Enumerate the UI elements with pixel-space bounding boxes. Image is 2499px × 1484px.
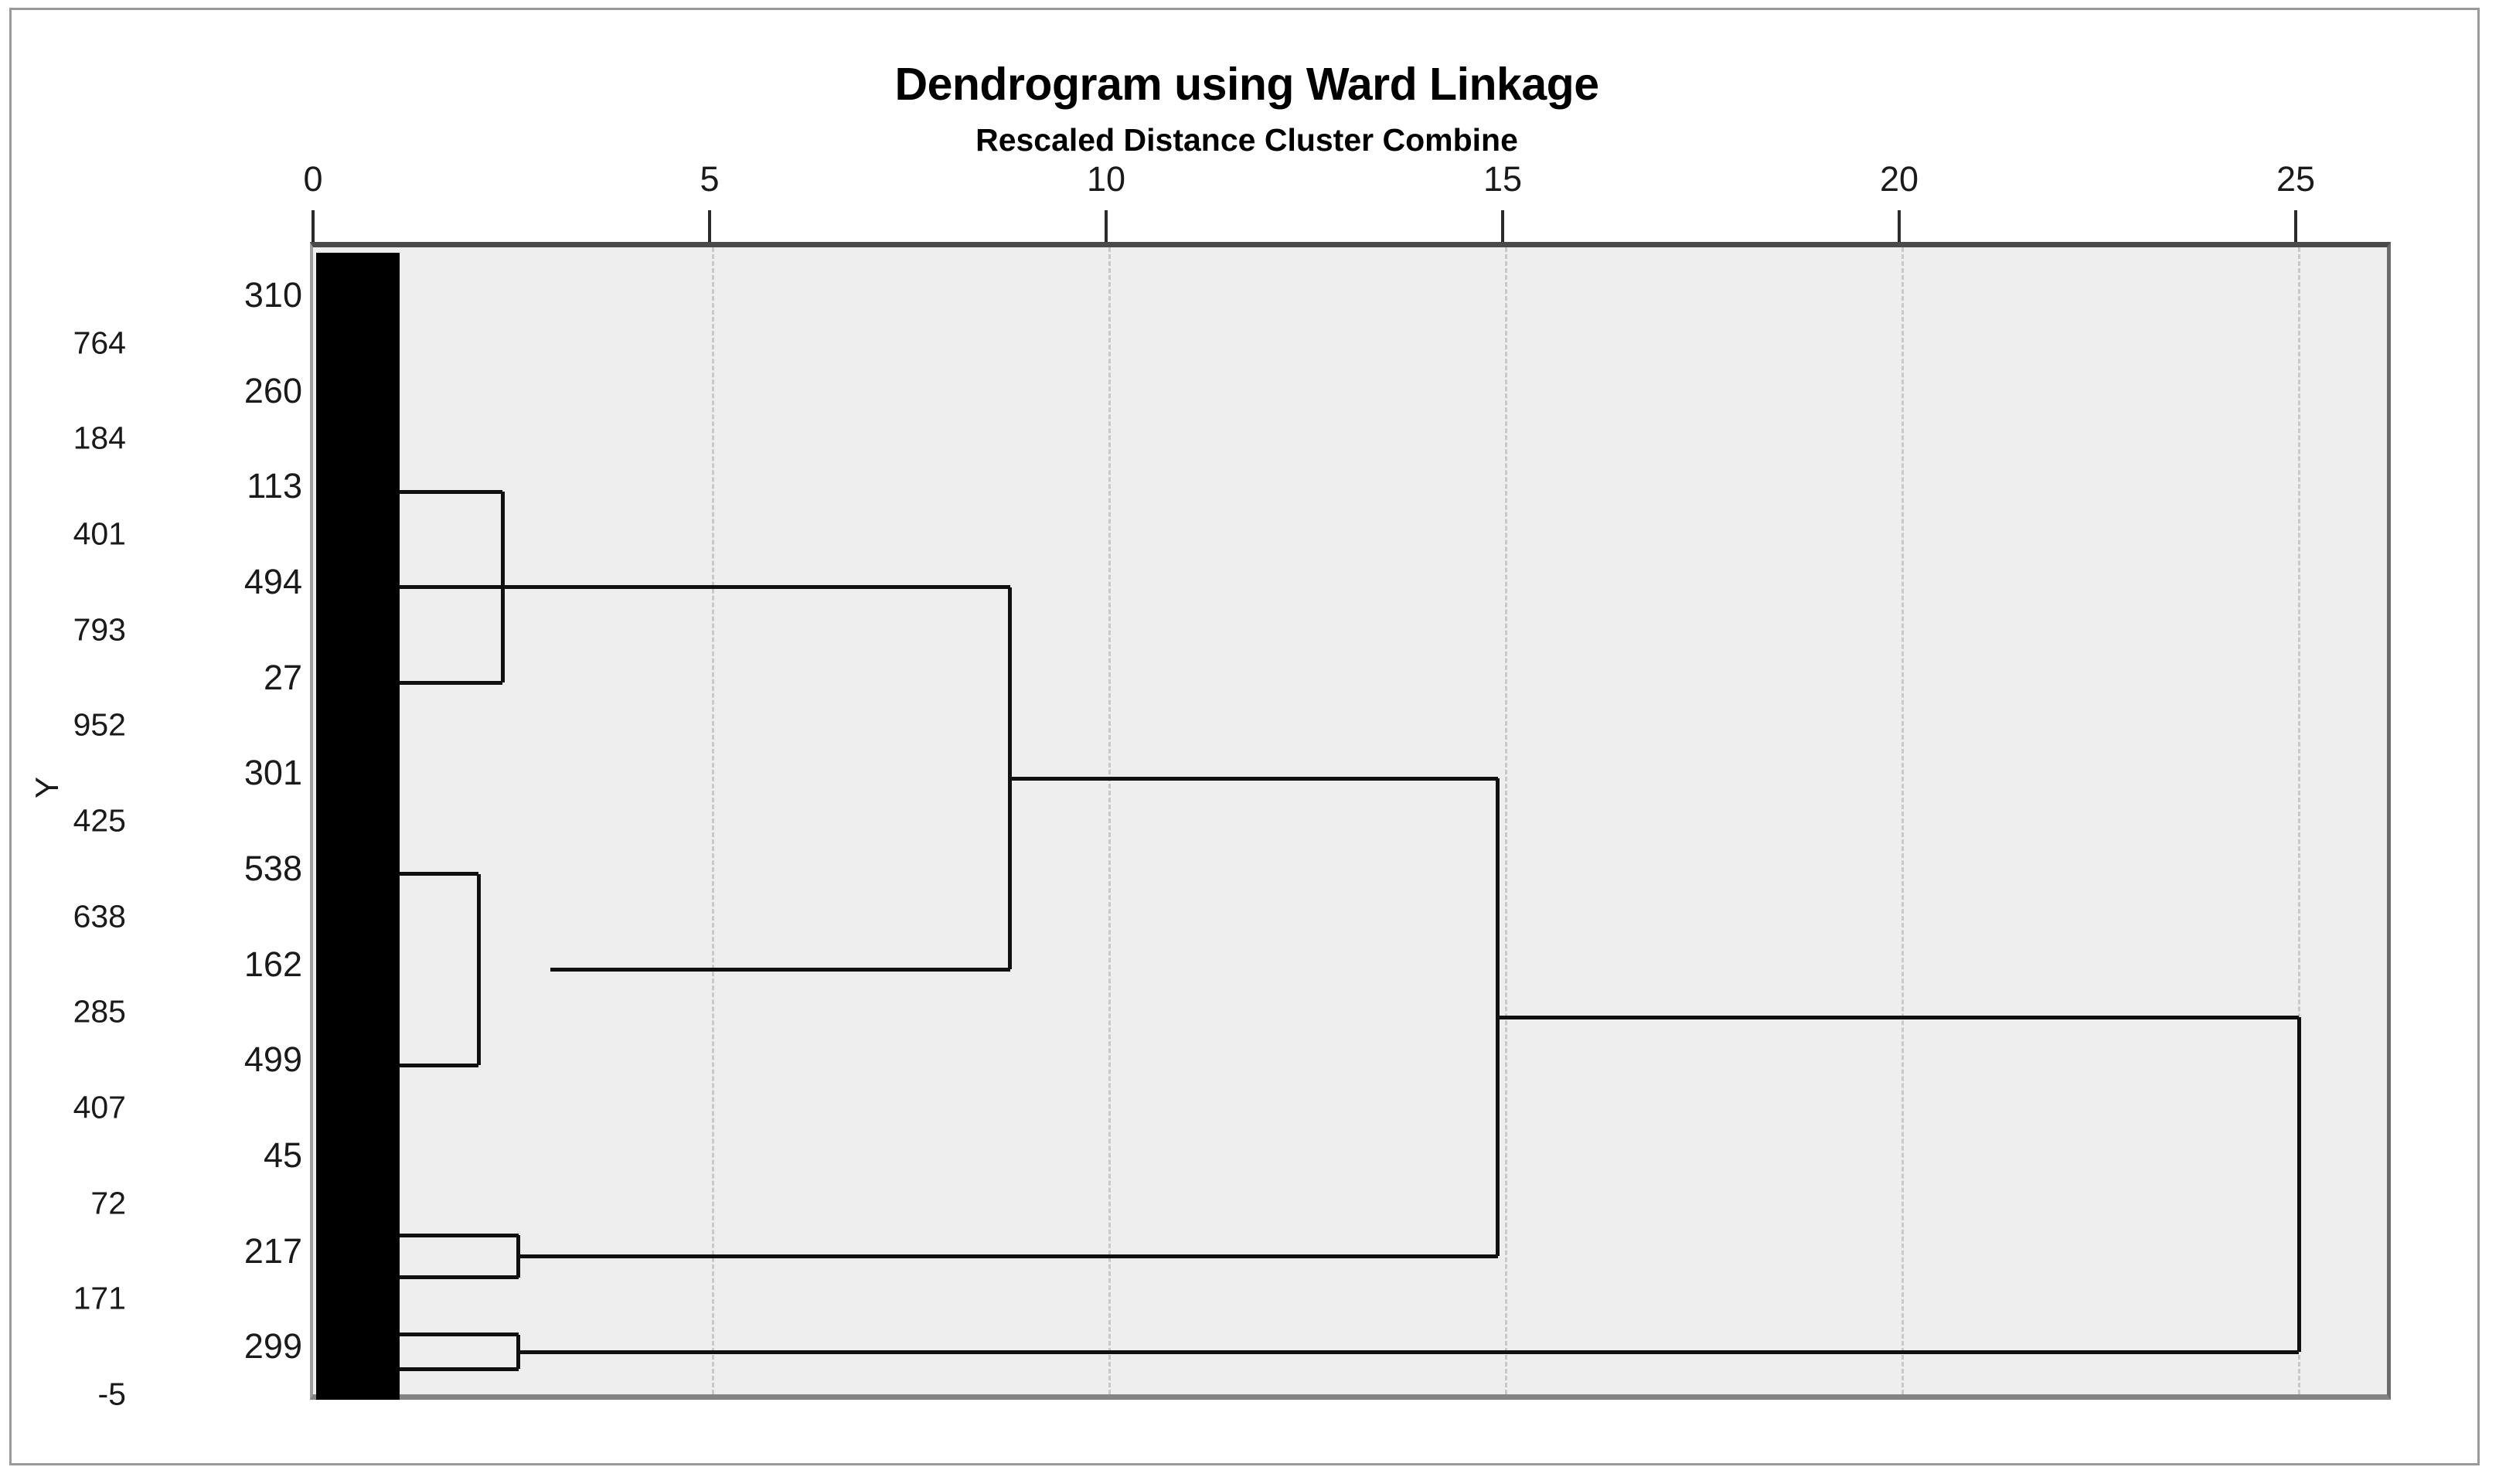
- plot-area: [310, 242, 2391, 1400]
- dendrogram-link-horizontal: [518, 1350, 2299, 1354]
- y-axis-tick-label: 171: [73, 1280, 126, 1316]
- leaf-label: 299: [243, 1326, 302, 1367]
- leaf-label: 45: [263, 1135, 302, 1175]
- dendrogram-link-horizontal: [399, 681, 503, 685]
- chart-subtitle: Rescaled Distance Cluster Combine: [975, 122, 1518, 158]
- y-axis-tick-label: -5: [97, 1376, 126, 1412]
- x-tick-label: 10: [1086, 159, 1126, 199]
- x-tick-mark: [1501, 210, 1504, 243]
- dendrogram-link-horizontal: [550, 968, 1010, 972]
- dendrogram-link-horizontal: [399, 1063, 479, 1067]
- dendrogram-link-horizontal: [399, 489, 503, 494]
- dendrogram-link-horizontal: [399, 1367, 519, 1371]
- dendrogram-link-vertical: [476, 873, 481, 1066]
- dendrogram-link-horizontal: [399, 1333, 519, 1337]
- gridline: [712, 247, 717, 1394]
- leaf-label: 301: [243, 753, 302, 793]
- dendrogram-link-horizontal: [1009, 776, 1498, 781]
- y-axis-title: Y: [29, 776, 65, 798]
- y-axis-tick-label: 952: [73, 706, 126, 743]
- x-tick-mark: [1105, 210, 1108, 243]
- gridline: [1108, 247, 1113, 1394]
- dendrogram-link-horizontal: [518, 1254, 1498, 1258]
- leaf-label: 217: [243, 1230, 302, 1271]
- x-tick-mark: [312, 210, 315, 243]
- dendrogram-link-horizontal: [550, 585, 1010, 590]
- dendrogram-link-horizontal: [399, 872, 479, 876]
- dendrogram-link-horizontal: [1497, 1015, 2299, 1019]
- y-axis-tick-label: 425: [73, 802, 126, 839]
- x-tick-label: 20: [1879, 159, 1919, 199]
- y-axis-tick-label: 401: [73, 516, 126, 552]
- gridline: [1505, 247, 1510, 1394]
- leaf-label: 499: [243, 1040, 302, 1080]
- y-axis-tick-label: 72: [90, 1185, 126, 1221]
- figure-frame: Dendrogram using Ward Linkage Rescaled D…: [9, 8, 2480, 1465]
- leaf-label: 162: [243, 944, 302, 984]
- gridline: [1901, 247, 1906, 1394]
- dendrogram-link-horizontal: [399, 585, 550, 590]
- leaf-label: 113: [247, 466, 302, 506]
- gridline: [2298, 247, 2303, 1394]
- leaf-label: 27: [263, 657, 302, 697]
- y-axis-tick-label: 285: [73, 993, 126, 1030]
- leaf-label-column: 310 260 113 494 27 301 538 162 499 45 217 299: [143, 242, 302, 1400]
- page-title: Dendrogram using Ward Linkage: [894, 59, 1599, 110]
- x-tick-label: 15: [1483, 159, 1523, 199]
- leaf-label: 260: [243, 370, 302, 410]
- y-axis-tick-label: 764: [73, 325, 126, 361]
- leaf-label: 494: [243, 561, 302, 601]
- x-tick-mark: [708, 210, 711, 243]
- y-axis-value-column: 764 184 401 793 952 425 638 285 407 72 171 -5: [12, 242, 126, 1411]
- x-tick-mark: [1898, 210, 1901, 243]
- dendrogram-link-horizontal: [399, 1233, 519, 1237]
- x-tick-label: 0: [303, 159, 323, 199]
- y-axis-tick-label: 793: [73, 611, 126, 648]
- x-tick-mark: [2294, 210, 2297, 243]
- dendrogram-canvas: [313, 247, 2387, 1400]
- y-axis-tick-label: 184: [73, 420, 126, 456]
- leaf-stem-block: [316, 253, 400, 1400]
- leaf-label: 310: [243, 274, 302, 315]
- dendrogram-link-vertical: [2296, 1017, 2301, 1353]
- x-tick-label: 5: [700, 159, 720, 199]
- x-tick-label: 25: [2276, 159, 2316, 199]
- y-axis-tick-label: 407: [73, 1089, 126, 1125]
- leaf-label: 538: [243, 848, 302, 888]
- y-axis-tick-label: 638: [73, 898, 126, 934]
- dendrogram-link-horizontal: [399, 1275, 519, 1280]
